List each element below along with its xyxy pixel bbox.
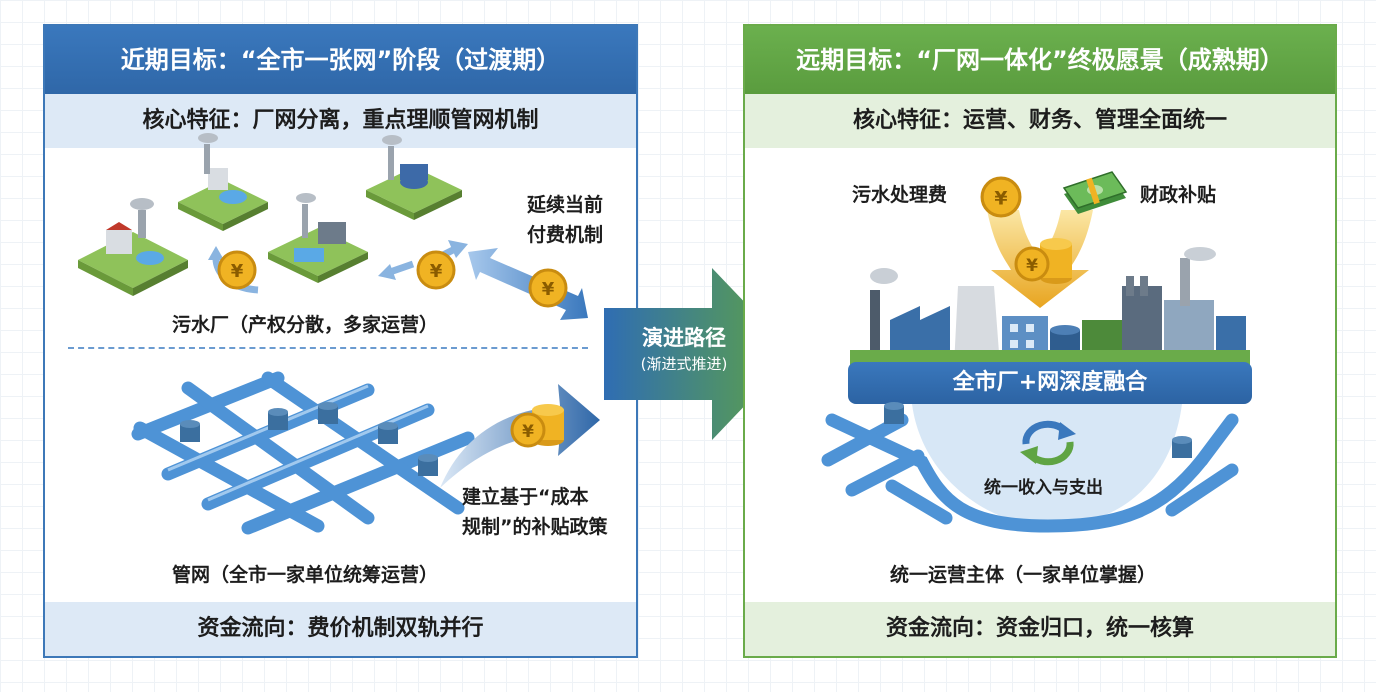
yuan-coin-icon: ¥ bbox=[217, 250, 257, 290]
banknote-stack-icon bbox=[1062, 171, 1128, 214]
subsidy-note-line2: 规制”的补贴政策 bbox=[462, 516, 608, 538]
unified-operator-label: 统一运营主体（一家单位掌握） bbox=[890, 564, 1157, 586]
long-term-fund-flow: 资金流向：资金归口，统一核算 bbox=[745, 602, 1335, 656]
yuan-coin-icon: ¥ bbox=[980, 176, 1022, 218]
fusion-banner: 全市厂+网深度融合 bbox=[848, 362, 1252, 404]
pipe-network-label: 管网（全市一家单位统筹运营） bbox=[172, 564, 439, 586]
integrated-plant-illustration bbox=[850, 247, 1250, 366]
coin-stack-icon: ¥ bbox=[1014, 238, 1072, 284]
sewage-plant-label: 污水厂（产权分散，多家运营） bbox=[172, 314, 439, 336]
recycle-arrows-icon bbox=[1020, 420, 1076, 466]
unified-revenue-label: 统一收入与支出 bbox=[984, 478, 1103, 498]
svg-text:¥: ¥ bbox=[994, 187, 1007, 209]
near-term-title: 近期目标：“全市一张网”阶段（过渡期） bbox=[45, 26, 636, 94]
section-divider bbox=[68, 347, 588, 349]
long-term-title: 远期目标：“厂网一体化”终极愿景（成熟期） bbox=[745, 26, 1335, 94]
sewage-plants-illustration bbox=[78, 133, 468, 296]
svg-text:¥: ¥ bbox=[1026, 256, 1038, 276]
coin-stack-icon: ¥ bbox=[510, 404, 564, 448]
long-term-feature: 核心特征：运营、财务、管理全面统一 bbox=[745, 94, 1335, 148]
subsidy-note-line1: 建立基于“成本 bbox=[462, 486, 589, 508]
payment-note-line2: 付费机制 bbox=[527, 224, 604, 246]
funding-merge-arrow bbox=[987, 210, 1093, 308]
yuan-coin-icon: ¥ bbox=[528, 268, 568, 308]
plant-tile-icon bbox=[78, 198, 188, 296]
plant-tile-icon bbox=[366, 135, 462, 220]
payment-mechanism-note: 延续当前 付费机制 bbox=[527, 190, 603, 250]
plant-tile-icon bbox=[268, 193, 368, 283]
near-term-feature: 核心特征：厂网分离，重点理顺管网机制 bbox=[45, 94, 636, 148]
svg-text:¥: ¥ bbox=[522, 422, 534, 442]
pipe-network-illustration bbox=[131, 371, 475, 535]
payment-note-line1: 延续当前 bbox=[527, 194, 604, 216]
fiscal-subsidy-label: 财政补贴 bbox=[1140, 184, 1217, 206]
plant-tile-icon bbox=[178, 133, 268, 231]
subsidy-policy-note: 建立基于“成本 规制”的补贴政策 bbox=[462, 482, 608, 542]
svg-text:¥: ¥ bbox=[542, 279, 555, 300]
sewage-fee-label: 污水处理费 bbox=[852, 184, 948, 206]
yuan-coin-icon: ¥ bbox=[416, 250, 456, 290]
evolution-path-title: 演进路径 bbox=[642, 326, 726, 350]
evolution-path-label: 演进路径 (渐进式推进) bbox=[616, 323, 752, 375]
svg-text:¥: ¥ bbox=[430, 261, 443, 282]
near-term-fund-flow: 资金流向：费价机制双轨并行 bbox=[45, 602, 636, 656]
evolution-path-subtitle: (渐进式推进) bbox=[640, 355, 728, 373]
svg-text:¥: ¥ bbox=[231, 261, 244, 282]
near-term-panel: 近期目标：“全市一张网”阶段（过渡期） 核心特征：厂网分离，重点理顺管网机制 资… bbox=[43, 24, 638, 658]
